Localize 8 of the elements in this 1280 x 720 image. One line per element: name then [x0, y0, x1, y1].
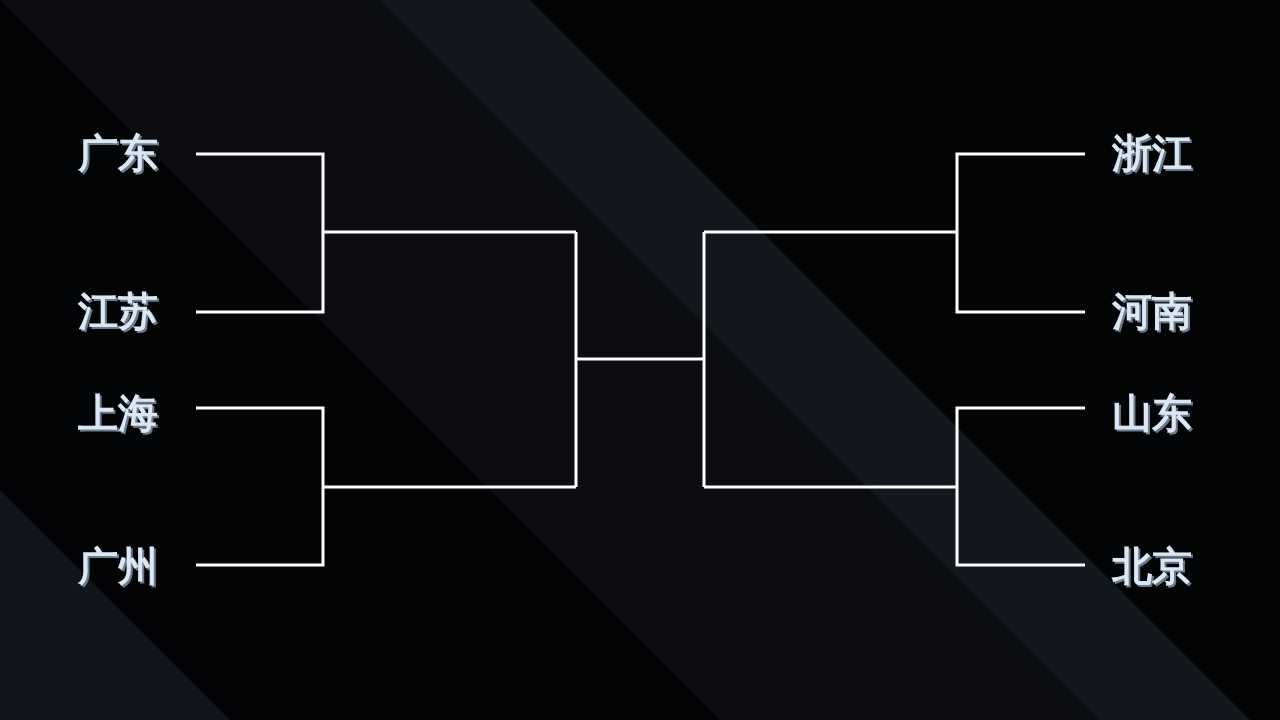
team-name: 山东: [1112, 388, 1192, 438]
team-name: 上海: [78, 388, 158, 438]
team-name: 广州: [78, 541, 158, 591]
team-name: 浙江: [1112, 128, 1192, 178]
team-name: 江苏: [78, 286, 158, 336]
team-name: 河南: [1112, 286, 1192, 336]
team-name: 广东: [78, 128, 158, 178]
team-name: 北京: [1112, 541, 1192, 591]
